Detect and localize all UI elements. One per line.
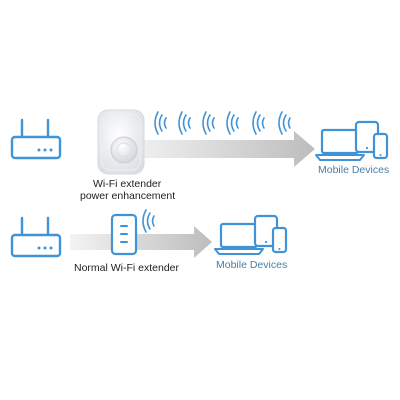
devices-label-top: Mobile Devices (318, 164, 390, 176)
devices-label-bottom: Mobile Devices (216, 259, 288, 271)
extender-power-label-line1: Wi-Fi extender (93, 178, 162, 190)
extender-power-label-line2: power enhancement (80, 190, 176, 202)
wifi-waves-bottom (142, 209, 155, 233)
router-bottom (10, 216, 62, 258)
extender-normal (110, 213, 138, 256)
extender-power-enhancement (97, 109, 145, 175)
devices-bottom (214, 214, 288, 255)
phone-icon (271, 226, 288, 254)
phone-icon (372, 132, 389, 160)
arrow-bottom (70, 226, 212, 258)
router-top (10, 118, 62, 160)
devices-top (315, 120, 389, 161)
extender-normal-label: Normal Wi-Fi extender (74, 262, 180, 274)
arrow-top (128, 131, 315, 167)
wifi-waves-top (154, 111, 291, 135)
